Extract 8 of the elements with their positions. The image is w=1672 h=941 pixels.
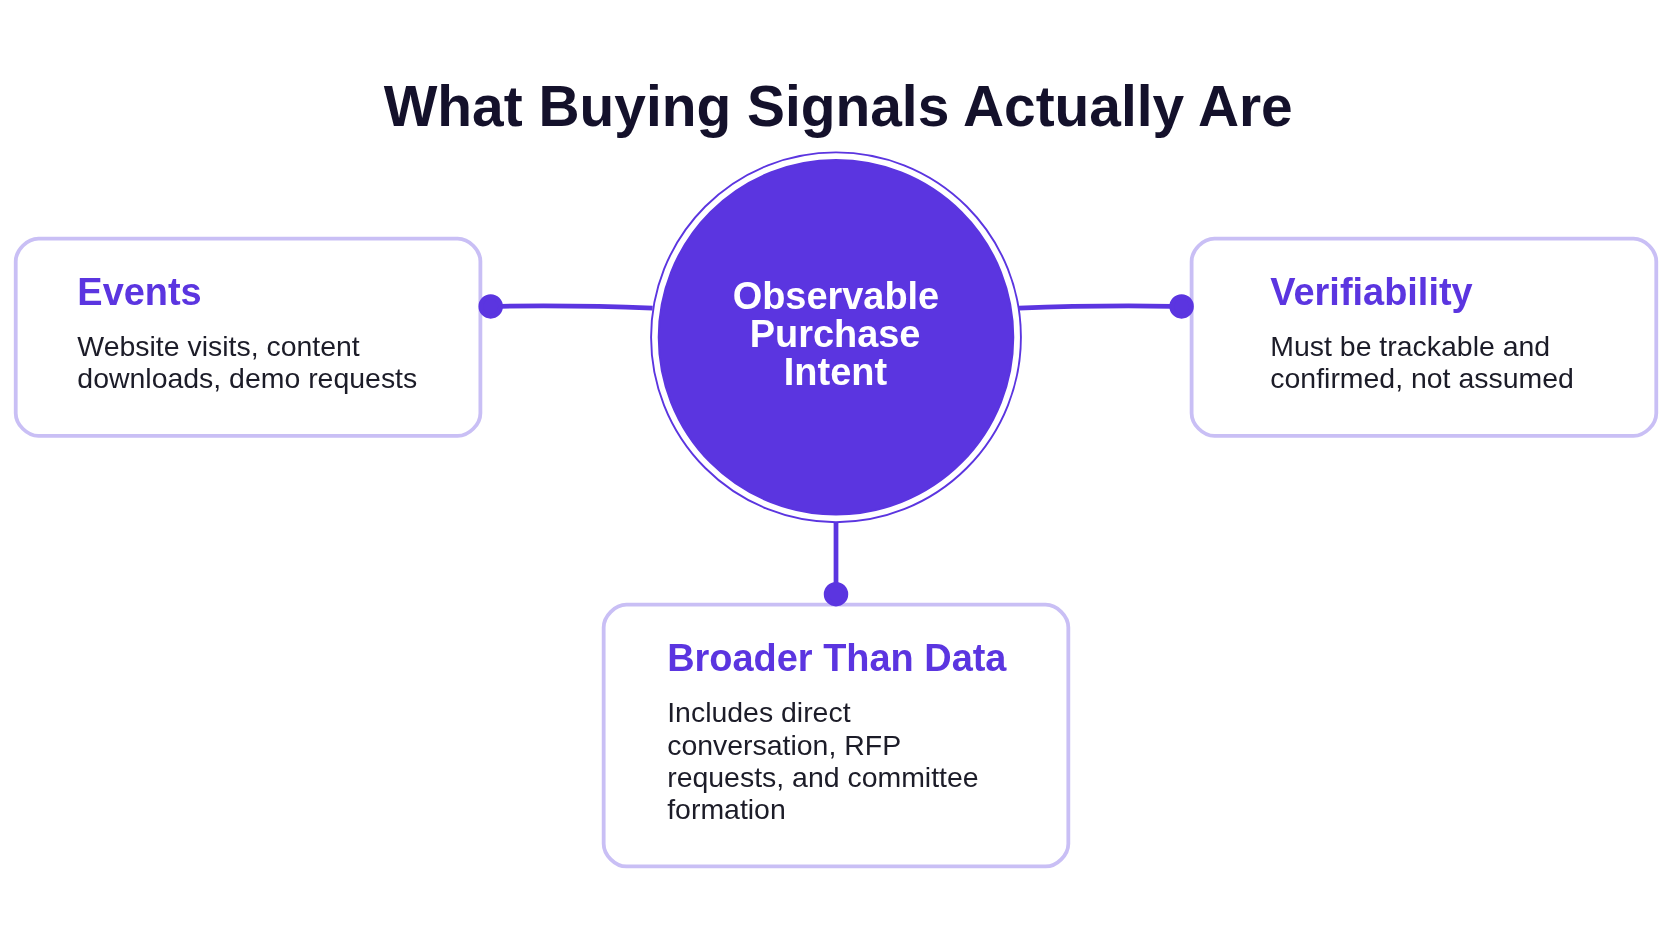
connector <box>823 522 849 607</box>
node-box: Events Website visits, content downloads, demo requests <box>13 236 483 438</box>
connector <box>1018 294 1194 319</box>
diagram-title: What Buying Signals Actually Are <box>383 73 1293 138</box>
connector <box>478 294 653 319</box>
node-circle: Observable Purchase Intent <box>650 151 1022 524</box>
node-box: Broader Than Data Includes direct conversation, RFP requests, and committee formation <box>601 602 1071 869</box>
node-box: Verifiability Must be trackable and confirmed, not assumed <box>1189 236 1659 438</box>
